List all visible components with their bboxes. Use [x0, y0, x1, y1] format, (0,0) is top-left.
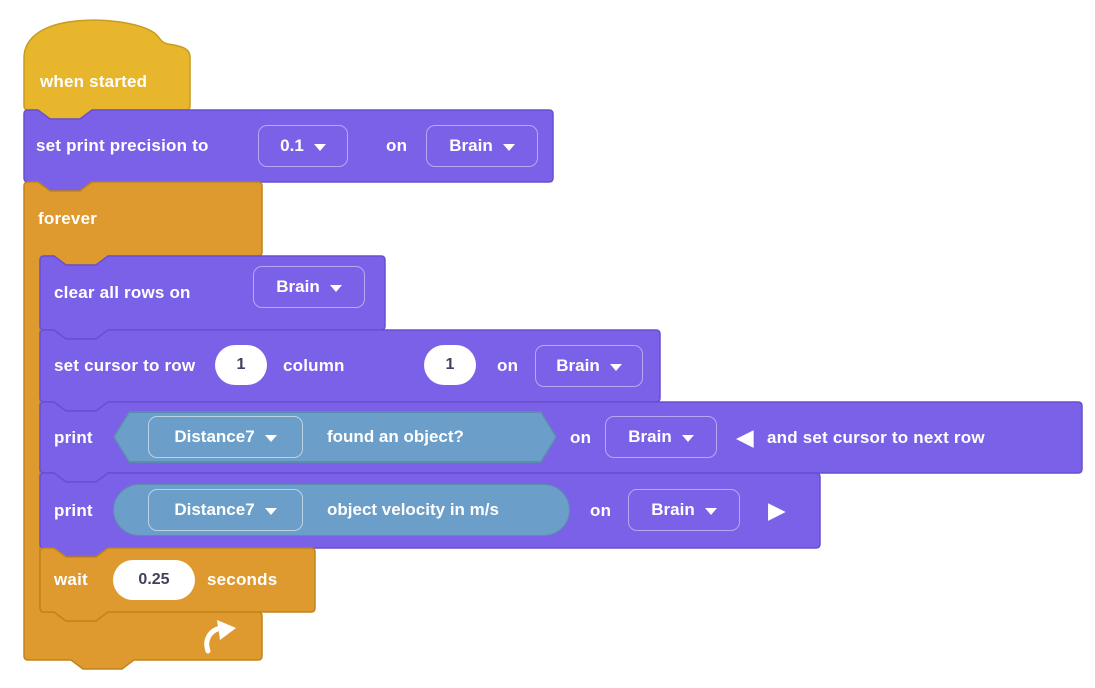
device-dropdown[interactable]: Brain: [605, 416, 717, 458]
column-value: 1: [445, 356, 455, 373]
print-condition-suffix: and set cursor to next row: [767, 427, 985, 447]
dropdown-caret-icon: [264, 507, 277, 515]
device-dropdown[interactable]: Brain: [253, 266, 365, 308]
wait-label: wait: [54, 570, 88, 589]
dropdown-caret-icon: [704, 507, 717, 515]
sensor-value: Distance7: [174, 427, 255, 446]
seconds-label: seconds: [207, 570, 278, 589]
condition-label: found an object?: [327, 427, 464, 446]
set-cursor-label: set cursor to row: [54, 356, 196, 375]
device-value: Brain: [651, 500, 695, 519]
device-value: Brain: [449, 136, 493, 155]
expand-right-icon[interactable]: ▶: [768, 497, 786, 523]
clear-all-rows-label: clear all rows on: [54, 283, 191, 302]
dropdown-caret-icon: [264, 434, 277, 442]
set-print-precision-block[interactable]: [23, 109, 554, 192]
wait-seconds-value: 0.25: [138, 571, 170, 588]
forever-label: forever: [38, 209, 98, 228]
on-label: on: [570, 427, 592, 447]
loop-arrow-icon: [204, 620, 236, 654]
device-dropdown[interactable]: Brain: [628, 489, 740, 531]
device-value: Brain: [628, 427, 672, 446]
precision-dropdown[interactable]: 0.1: [258, 125, 348, 167]
row-value: 1: [236, 356, 246, 373]
device-value: Brain: [556, 356, 600, 375]
device-dropdown[interactable]: Brain: [535, 345, 643, 387]
boolean-fill: [115, 413, 556, 462]
object-velocity-reporter-block[interactable]: [113, 484, 570, 536]
sensor-dropdown[interactable]: Distance7: [148, 489, 303, 531]
found-object-boolean-block[interactable]: [113, 411, 557, 463]
wait-seconds-input[interactable]: 0.25: [113, 560, 195, 600]
precision-value: 0.1: [280, 136, 304, 155]
dropdown-caret-icon: [329, 284, 342, 292]
on-label: on: [386, 136, 408, 155]
device-value: Brain: [276, 277, 320, 296]
on-label: on: [590, 500, 612, 520]
device-dropdown[interactable]: Brain: [426, 125, 538, 167]
row-input[interactable]: 1: [215, 345, 267, 385]
on-label: on: [497, 356, 519, 375]
reporter-label: object velocity in m/s: [327, 500, 499, 519]
dropdown-caret-icon: [502, 143, 515, 151]
print-label: print: [54, 427, 93, 447]
print-label: print: [54, 500, 93, 520]
sensor-dropdown[interactable]: Distance7: [148, 416, 303, 458]
column-label: column: [283, 356, 345, 375]
collapse-left-icon[interactable]: ◀: [736, 424, 754, 450]
dropdown-caret-icon: [313, 143, 326, 151]
dropdown-caret-icon: [609, 363, 622, 371]
sensor-value: Distance7: [174, 500, 255, 519]
when-started-label: when started: [40, 72, 148, 91]
dropdown-caret-icon: [681, 434, 694, 442]
column-input[interactable]: 1: [424, 345, 476, 385]
set-print-precision-label: set print precision to: [36, 136, 209, 155]
